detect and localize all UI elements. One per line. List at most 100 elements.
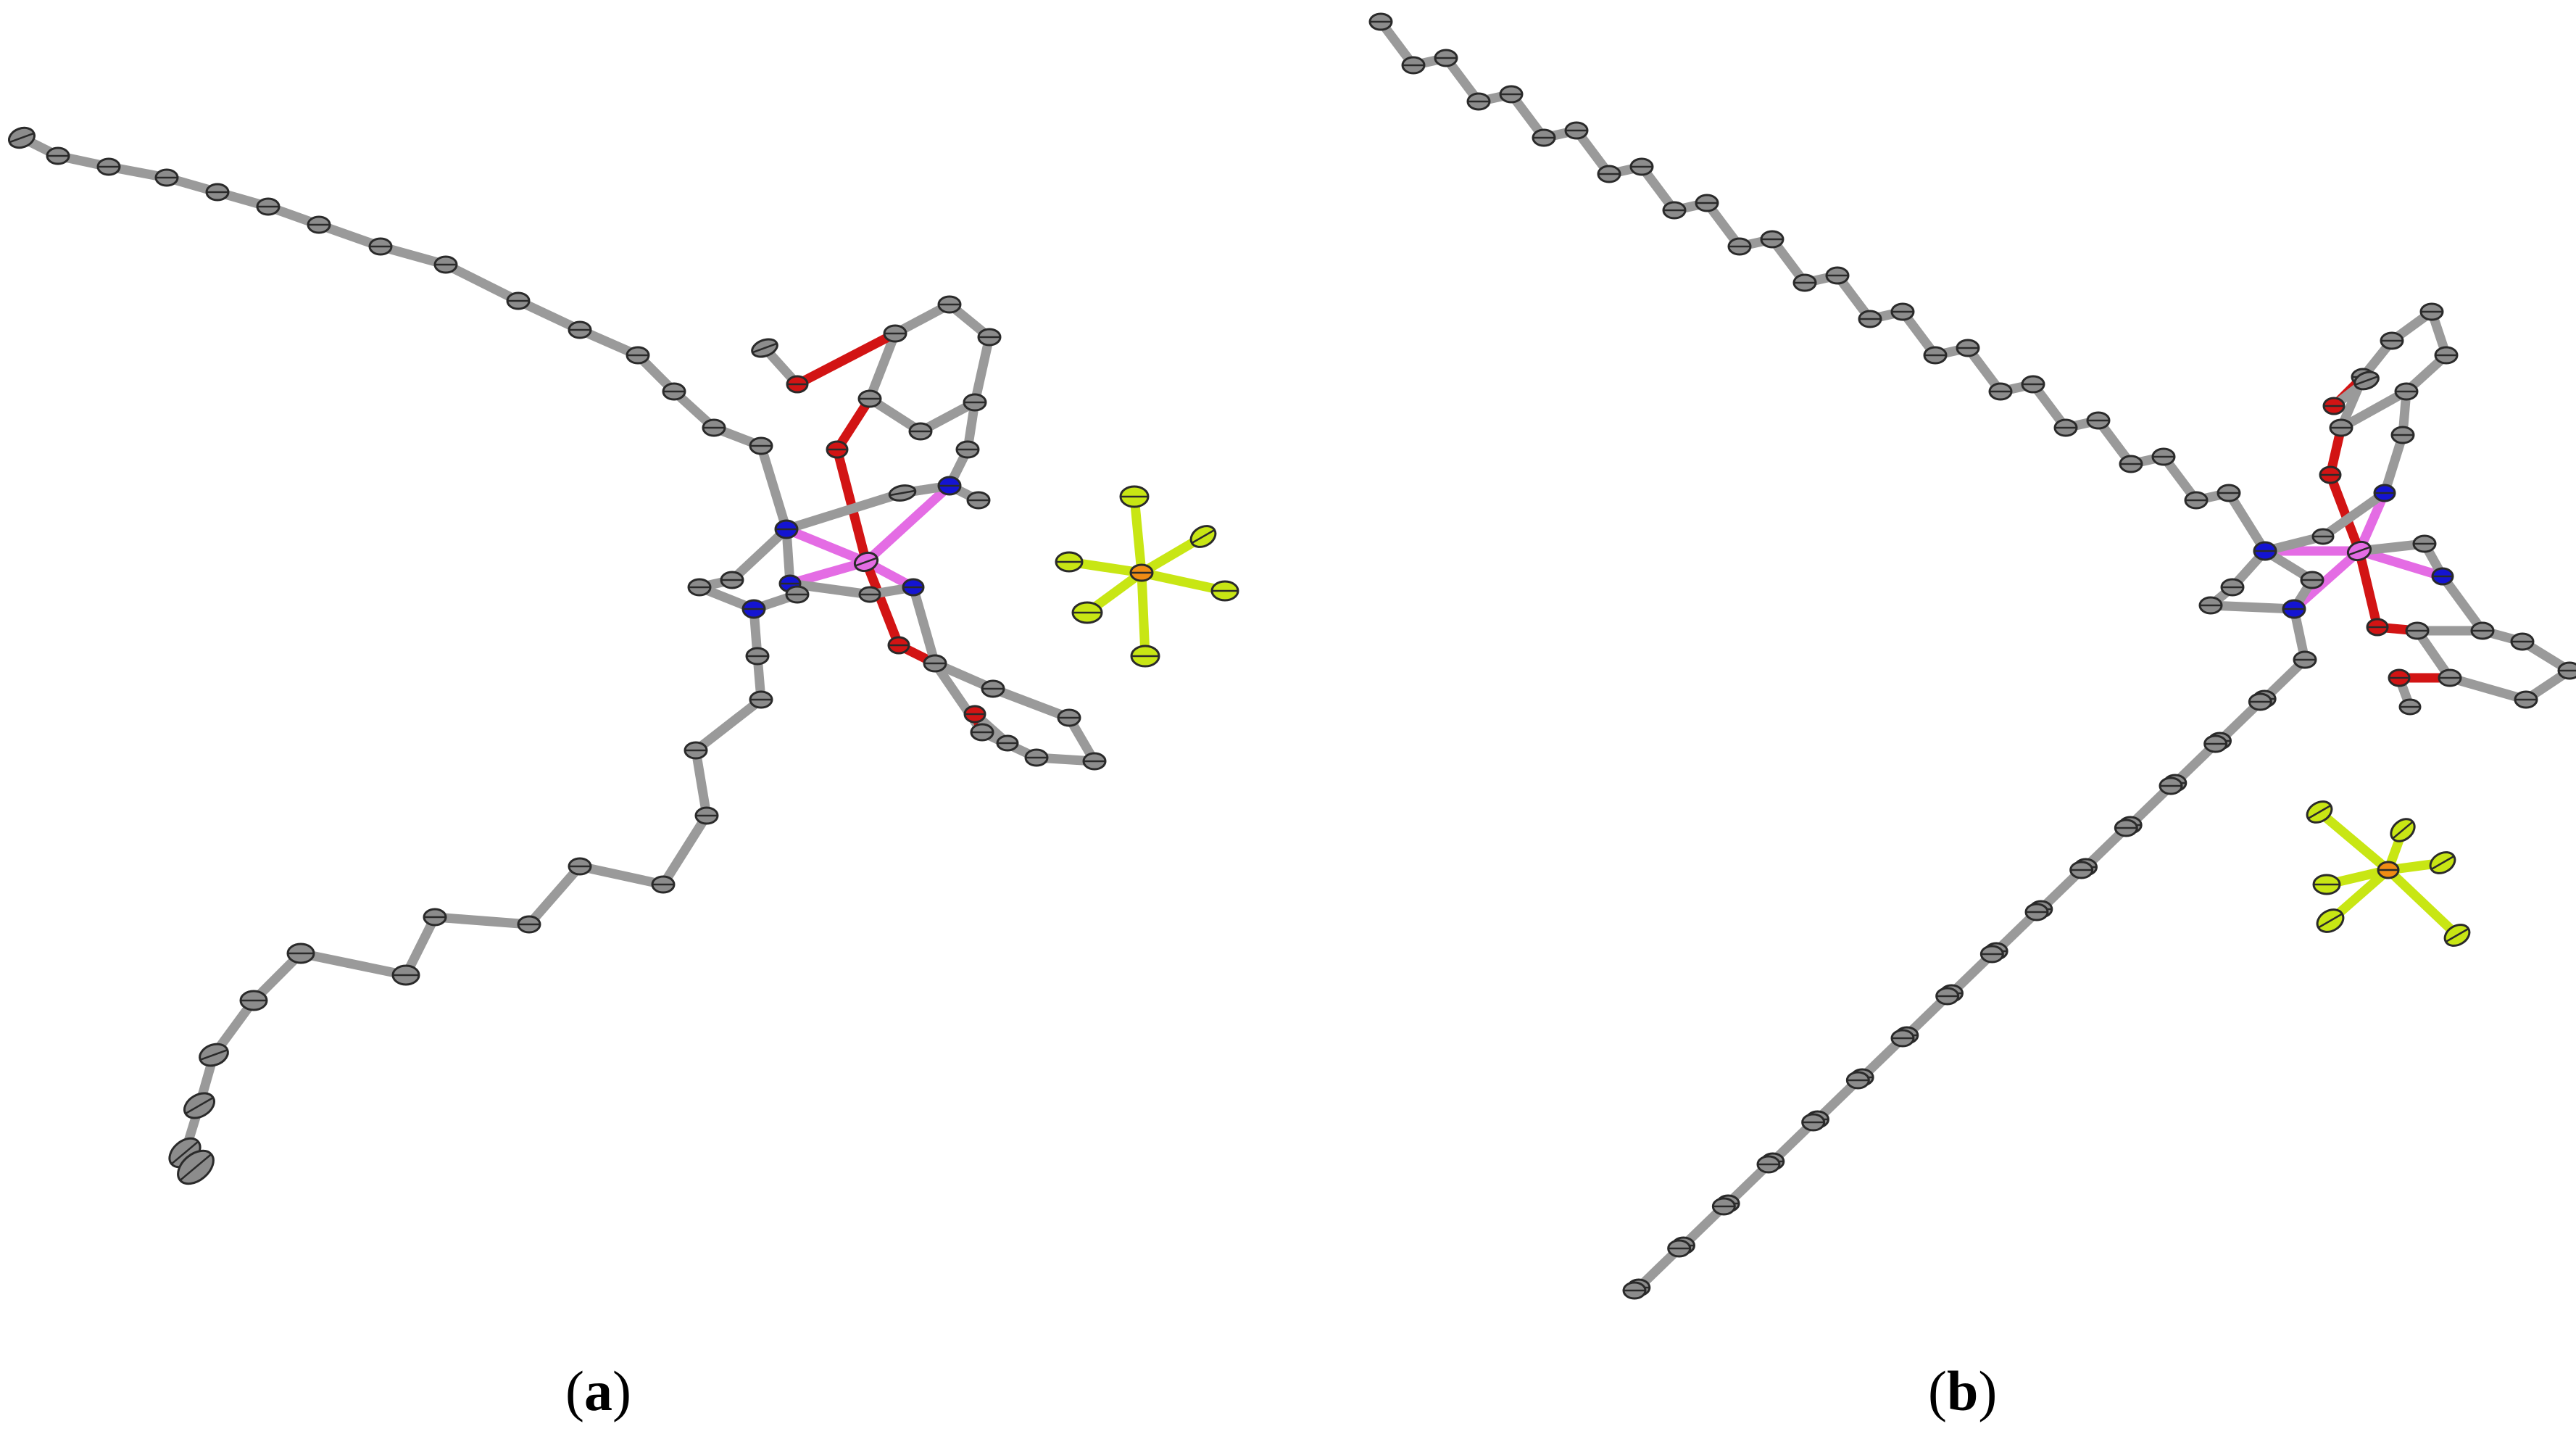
atom-C <box>1979 945 2004 964</box>
bond-layer <box>17 133 1230 1172</box>
atom-C <box>2390 426 2415 444</box>
atom-C <box>1825 266 1850 285</box>
bond <box>861 481 955 567</box>
bond <box>2438 571 2488 636</box>
atom-C <box>1801 1113 1826 1132</box>
panel-label-b-open: ( <box>1928 1359 1947 1422</box>
atom-C <box>177 1149 215 1185</box>
bond <box>2383 865 2462 940</box>
atom-C <box>684 741 708 760</box>
ellipsoid-axis <box>889 489 915 497</box>
atom-F <box>2306 800 2333 824</box>
bond <box>908 582 940 668</box>
atom-C <box>433 255 458 274</box>
atom-C <box>46 146 70 165</box>
ellipsoid-axis <box>2317 913 2343 929</box>
atom-C <box>1667 1239 1692 1258</box>
atom-C <box>2398 698 2422 716</box>
atom-C <box>2419 302 2444 321</box>
atom-C <box>1792 273 1817 292</box>
bond <box>756 441 792 534</box>
ellipsoid-axis <box>9 132 35 144</box>
ellipsoid-axis <box>199 1048 228 1061</box>
atom-O <box>2322 397 2346 415</box>
atom-C <box>239 990 268 1011</box>
atom-C <box>662 382 686 401</box>
atom-C <box>1845 1071 1870 1090</box>
ellipsoid-axis <box>2392 821 2414 840</box>
ellipsoid-axis <box>2445 927 2469 943</box>
molecule-structure-a <box>8 126 1239 1185</box>
atom-C <box>307 215 331 234</box>
atom-C <box>749 436 773 455</box>
bond <box>785 557 871 589</box>
atom-C <box>2293 650 2317 669</box>
atom-C <box>568 857 592 876</box>
atom-C <box>1890 1029 1915 1048</box>
atom-C <box>1532 128 1556 147</box>
atom-F <box>1055 551 1084 573</box>
atom-N <box>2373 484 2396 502</box>
atom-N <box>2253 541 2277 561</box>
atom-C <box>1890 302 1915 321</box>
atom-N <box>2431 567 2454 586</box>
atom-F <box>1119 485 1150 508</box>
atom-C <box>694 806 719 825</box>
atom-C <box>2380 331 2404 350</box>
bond <box>658 811 712 890</box>
bond <box>727 524 792 585</box>
atom-C <box>1597 165 1621 183</box>
atom-C <box>963 393 987 412</box>
atom-C <box>154 168 179 187</box>
atom-C <box>883 324 907 343</box>
atom-C <box>286 942 315 964</box>
atom-C <box>2184 491 2209 510</box>
ellipsoid-axis <box>2430 855 2455 871</box>
bond <box>2314 807 2393 875</box>
atom-C <box>751 338 778 358</box>
bond <box>2445 673 2531 705</box>
atom-C <box>720 571 744 589</box>
atom-C <box>2405 621 2430 640</box>
ellipsoid-axis <box>2348 546 2371 556</box>
atom-C <box>1923 346 1948 365</box>
atom-C <box>1956 339 1980 357</box>
atom-C <box>2353 370 2380 391</box>
atom-O <box>2366 618 2389 637</box>
atom-C <box>183 1092 215 1119</box>
atom-C <box>1711 1197 1736 1216</box>
atom-C <box>199 1043 229 1067</box>
atom-C <box>651 875 676 894</box>
atom-C <box>391 964 420 986</box>
atom-O <box>826 440 849 459</box>
bond <box>691 745 712 821</box>
atom-N <box>741 599 766 619</box>
bond <box>1137 568 1150 661</box>
atom-O <box>963 705 986 724</box>
atom-C <box>2470 621 2495 640</box>
atom-C <box>858 586 881 603</box>
atom-C <box>1082 752 1107 771</box>
atom-C <box>2412 534 2437 553</box>
ellipsoid-axis <box>855 557 878 567</box>
ellipsoid-axis <box>2354 376 2379 386</box>
atom-C <box>2203 734 2228 753</box>
atom-C <box>2021 375 2045 394</box>
atom-N <box>937 476 962 496</box>
bond <box>1137 568 1230 596</box>
ellipsoid-axis <box>1191 529 1216 544</box>
bond <box>781 524 871 567</box>
atom-C <box>749 690 773 709</box>
atom-C <box>506 291 531 310</box>
atom-C <box>966 491 991 510</box>
atom-C <box>702 418 726 437</box>
atom-C <box>1727 237 1752 256</box>
atom-F <box>2443 924 2471 947</box>
atom-C <box>1368 12 1393 31</box>
atom-P <box>1129 563 1154 582</box>
panel-label-a-letter: a <box>583 1359 612 1422</box>
atom-C <box>908 422 933 441</box>
bond <box>575 861 668 890</box>
atom-C <box>996 734 1019 752</box>
atom-C <box>2216 484 2241 502</box>
